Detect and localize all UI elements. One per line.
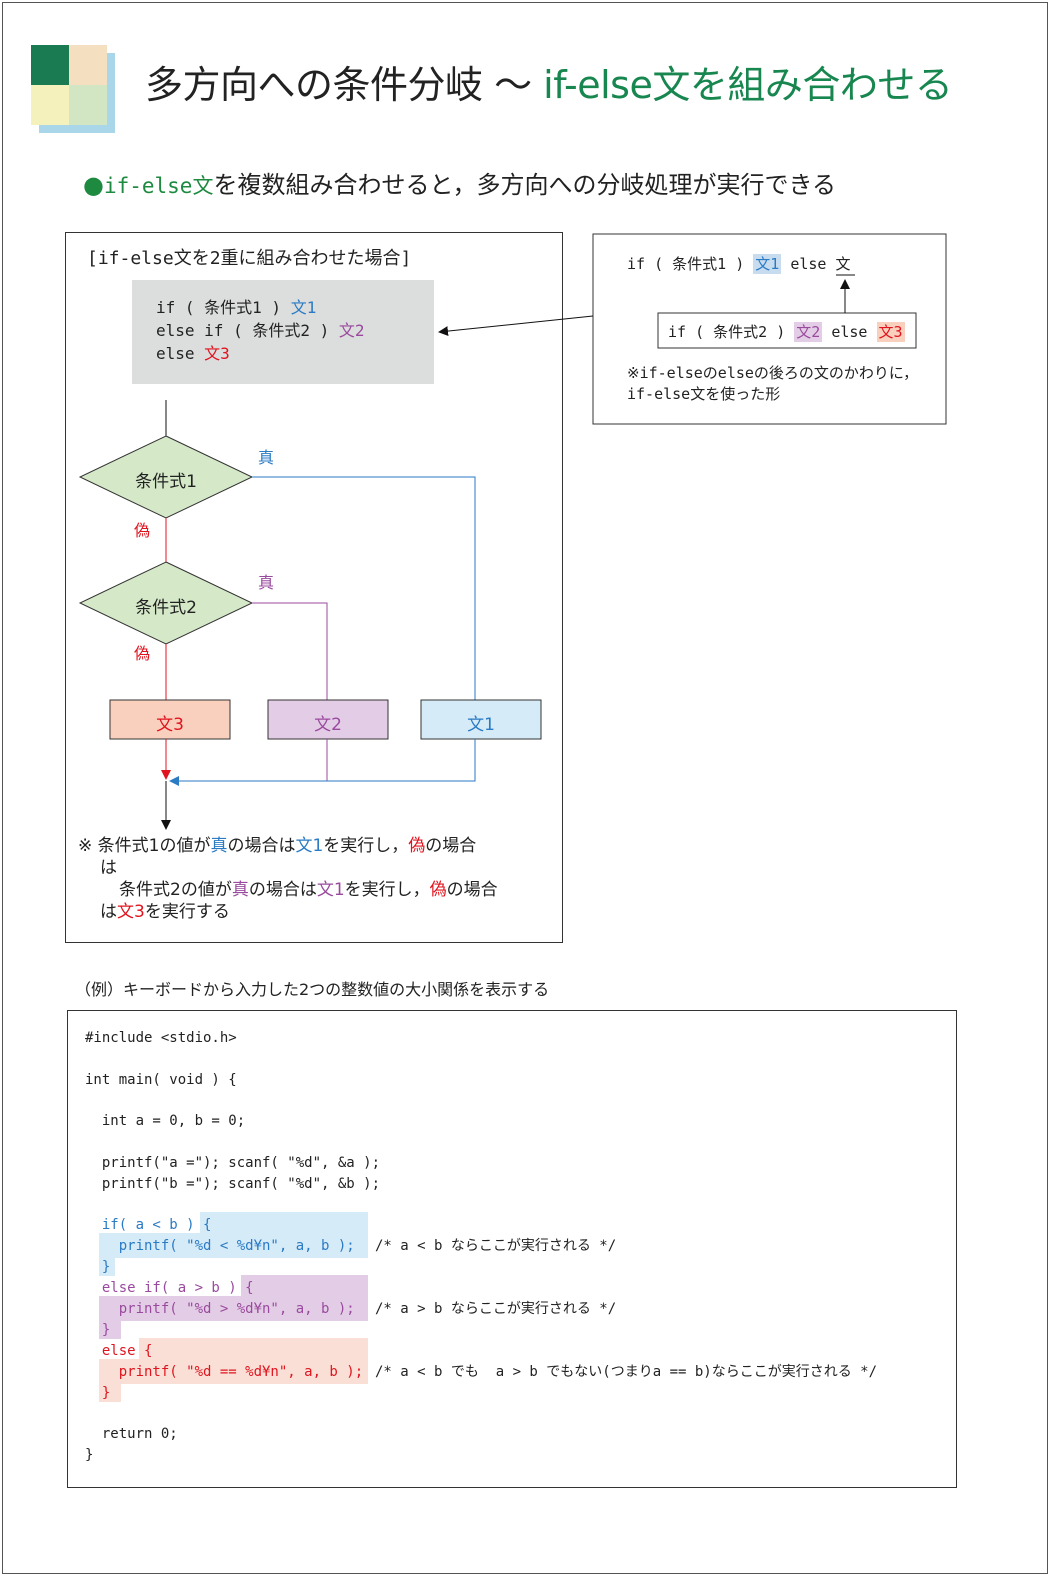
code-line-brace: } <box>85 1259 111 1275</box>
code-line-elseif: else if( a > b ) { <box>85 1280 254 1296</box>
bullet-icon: ● <box>83 171 104 199</box>
flowchart-panel-title: [if-else文を2重に組み合わせた場合] <box>87 248 412 269</box>
code-line-printf-gt: printf( "%d > %d¥n", a, b ); <box>85 1301 355 1317</box>
code-comment-gt: /* a > b ならここが実行される */ <box>375 1301 617 1317</box>
code-line-close: } <box>85 1447 94 1463</box>
stmt2-box <box>267 699 389 740</box>
stmt2-label: 文2 <box>338 321 365 340</box>
code-comment-eq: /* a < b でも a > b でもない(つまりa == b)ならここが実行… <box>375 1364 878 1380</box>
code-line-printf-eq: printf( "%d == %d¥n", a, b ); <box>85 1364 364 1380</box>
code-line-if: if( a < b ) { <box>85 1217 212 1233</box>
code-comment-lt: /* a < b ならここが実行される */ <box>375 1238 617 1254</box>
inner-ifelse-code: if ( 条件式2 ) 文2 else 文3 <box>668 322 905 342</box>
flow-note-line4: は文3を実行する <box>100 902 230 922</box>
code-line-printf-lt: printf( "%d < %d¥n", a, b ); <box>85 1238 355 1254</box>
false2-label: 偽 <box>134 644 151 663</box>
syntax-code-block: if ( 条件式1 ) 文1 else if ( 条件式2 ) 文2 else … <box>132 280 434 384</box>
condition2-label: 条件式2 <box>135 598 197 618</box>
flow-note-line3: 条件式2の値が真の場合は文1を実行し，偽の場合 <box>119 880 498 900</box>
subtitle-text: を複数組み合わせると，多方向への分岐処理が実行できる <box>213 171 837 199</box>
code-line: printf("b ="); scanf( "%d", &b ); <box>85 1176 381 1192</box>
code-line: int a = 0, b = 0; <box>85 1113 246 1129</box>
true1-path <box>252 476 476 700</box>
flowchart-diagram <box>78 233 947 830</box>
nesting-explanation-panel <box>592 233 947 425</box>
stmt3-box <box>109 699 231 740</box>
code-line-return: return 0; <box>85 1426 178 1442</box>
code-line: int main( void ) { <box>85 1072 237 1088</box>
code-line: printf("a ="); scanf( "%d", &a ); <box>85 1155 381 1171</box>
logo <box>31 45 115 133</box>
stmt1-box <box>420 699 542 740</box>
outer-ifelse-code: if ( 条件式1 ) 文1 else 文 <box>627 254 851 274</box>
stmt1-out <box>169 739 476 786</box>
condition1-label: 条件式1 <box>135 472 197 492</box>
true2-path <box>252 602 328 700</box>
page-title: 多方向への条件分岐 〜 if-else文を組み合わせる <box>145 59 953 111</box>
stmt-placeholder: 文 <box>835 255 851 273</box>
nesting-note-line2: if-else文を使った形 <box>627 385 781 403</box>
title-black: 多方向への条件分岐 〜 <box>145 63 544 107</box>
flow-note-line2: は <box>100 858 117 878</box>
true1-label: 真 <box>258 448 275 467</box>
false1-label: 偽 <box>134 521 151 540</box>
code-line: #include <stdio.h> <box>85 1030 237 1046</box>
nesting-note-line1: ※if-elseのelseの後ろの文のかわりに， <box>627 364 919 382</box>
code-line-else: else { <box>85 1343 153 1359</box>
example-code-box <box>67 1010 957 1488</box>
pointer-arrow <box>438 315 594 337</box>
subtitle: ●if-else文を複数組み合わせると，多方向への分岐処理が実行できる <box>83 169 836 202</box>
stmt1-label: 文1 <box>290 298 317 317</box>
subtitle-code: if-else文 <box>103 174 214 198</box>
title-green: if-else文を組み合わせる <box>543 63 953 107</box>
flow-note-line1: ※ 条件式1の値が真の場合は文1を実行し，偽の場合 <box>78 836 477 856</box>
stmt2-box-label: 文2 <box>314 715 342 735</box>
code-line-brace: } <box>85 1385 111 1401</box>
code-line-brace: } <box>85 1322 111 1338</box>
stmt3-label: 文3 <box>204 344 230 363</box>
stmt3-box-label: 文3 <box>156 715 184 735</box>
inner-ifelse-box <box>657 312 917 349</box>
stmt1-box-label: 文1 <box>467 715 495 735</box>
true2-label: 真 <box>258 573 275 592</box>
example-title: （例）キーボードから入力した2つの整数値の大小関係を表示する <box>75 980 550 999</box>
